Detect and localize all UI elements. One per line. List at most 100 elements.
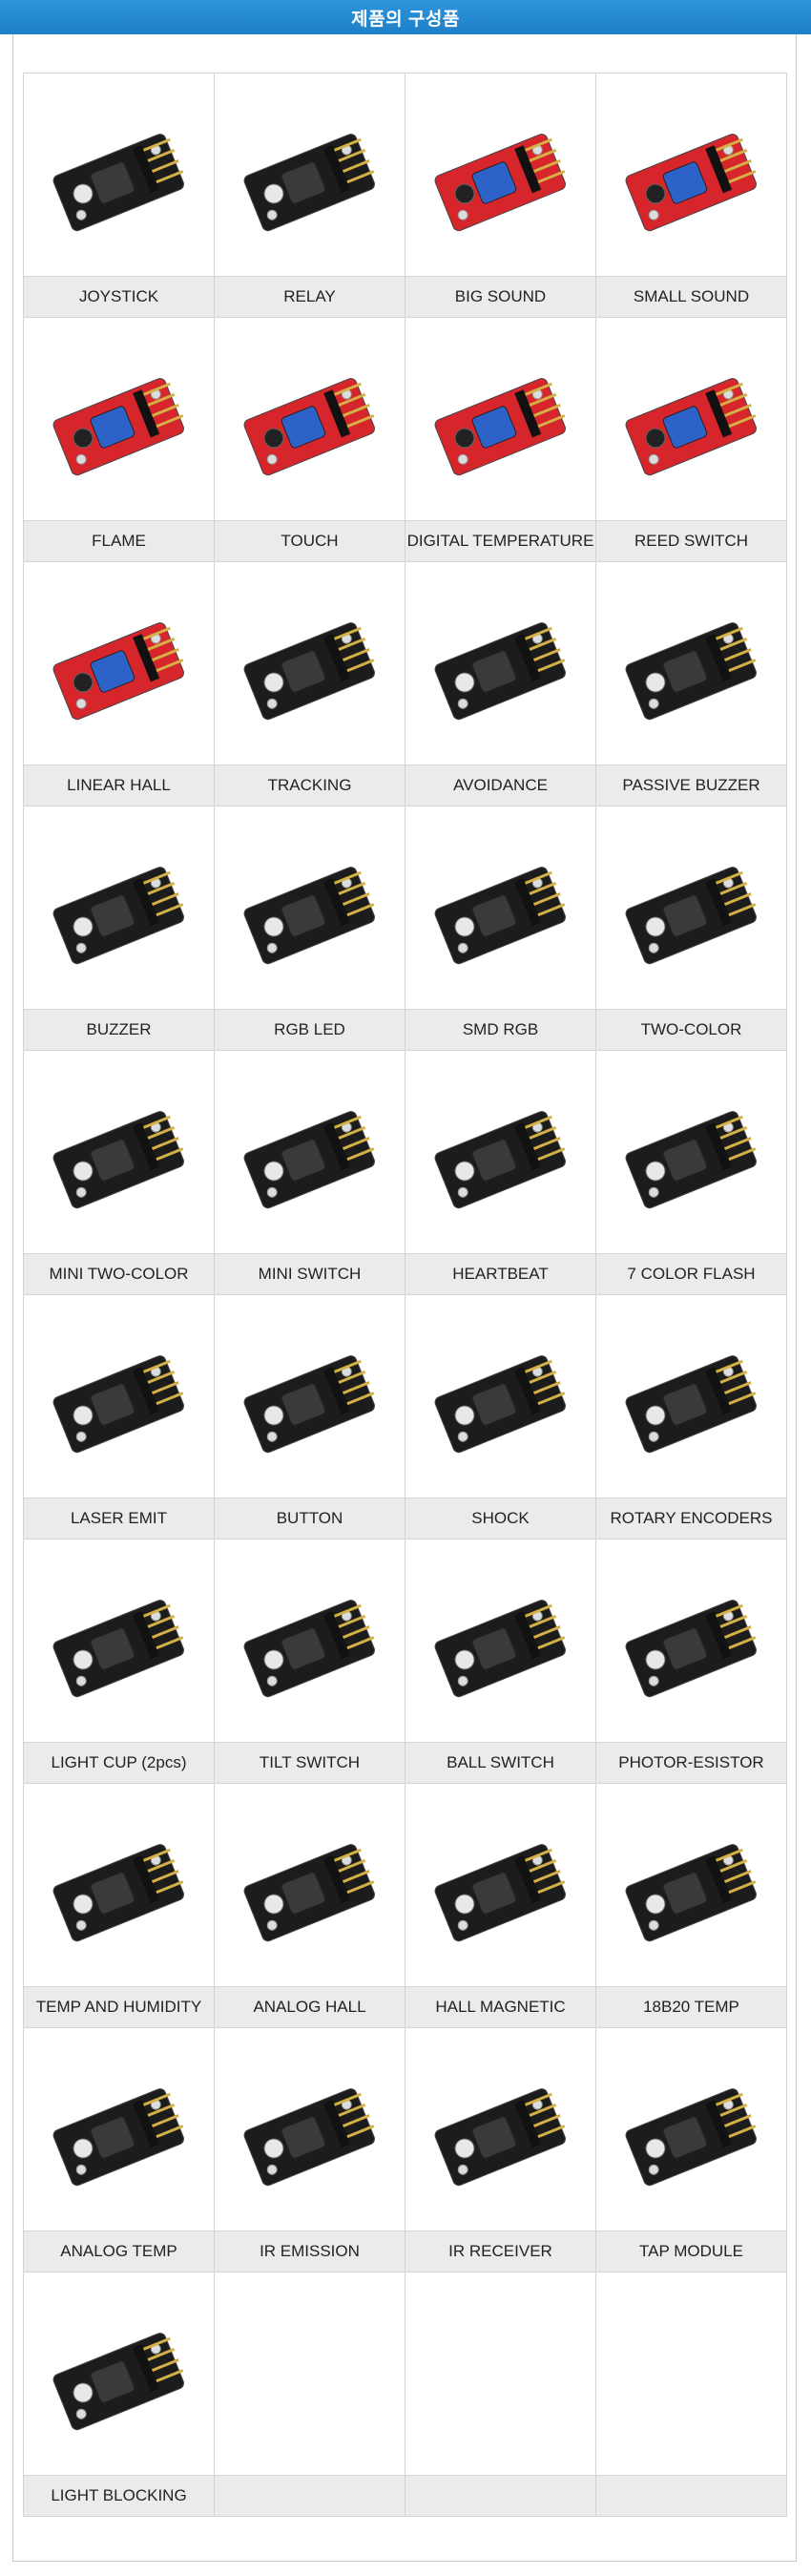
component-cell: REED SWITCH xyxy=(596,318,787,562)
component-label: JOYSTICK xyxy=(24,276,214,317)
component-cell: IR EMISSION xyxy=(215,2028,406,2272)
heartbeat-sensor-icon xyxy=(434,1111,566,1209)
tilt-switch-icon xyxy=(243,1600,375,1698)
component-image xyxy=(406,806,595,1009)
component-label: BUTTON xyxy=(215,1497,405,1539)
ir-receiver-icon xyxy=(434,2088,566,2187)
component-image xyxy=(596,1784,786,1986)
component-cell: TOUCH xyxy=(215,318,406,562)
component-label: IR RECEIVER xyxy=(406,2230,595,2272)
component-label: MINI SWITCH xyxy=(215,1253,405,1294)
component-label: TRACKING xyxy=(215,764,405,806)
flame-sensor-icon xyxy=(52,378,184,476)
small-sound-sensor-icon xyxy=(625,134,757,232)
linear-hall-sensor-icon xyxy=(52,622,184,721)
component-image xyxy=(596,1539,786,1742)
component-image xyxy=(596,1051,786,1253)
analog-hall-sensor-icon xyxy=(243,1844,375,1942)
component-cell: LIGHT BLOCKING xyxy=(24,2272,215,2517)
big-sound-sensor-icon xyxy=(434,134,566,232)
component-label: 18B20 TEMP xyxy=(596,1986,786,2027)
component-label: BUZZER xyxy=(24,1009,214,1050)
component-image xyxy=(215,806,405,1009)
component-cell: BUTTON xyxy=(215,1295,406,1539)
component-image xyxy=(215,2028,405,2230)
component-image xyxy=(24,1539,214,1742)
component-label: ROTARY ENCODERS xyxy=(596,1497,786,1539)
laser-emitter-icon xyxy=(52,1355,184,1454)
component-cell: MINI SWITCH xyxy=(215,1051,406,1295)
two-color-led-icon xyxy=(625,867,757,965)
component-cell: LIGHT CUP (2pcs) xyxy=(24,1539,215,1784)
ir-emission-icon xyxy=(243,2088,375,2187)
component-cell: TILT SWITCH xyxy=(215,1539,406,1784)
component-cell: LASER EMIT xyxy=(24,1295,215,1539)
component-label: 7 COLOR FLASH xyxy=(596,1253,786,1294)
ball-switch-icon xyxy=(434,1600,566,1698)
empty-cell xyxy=(215,2272,406,2517)
component-image xyxy=(215,562,405,764)
component-cell: BUZZER xyxy=(24,806,215,1051)
component-label: SMD RGB xyxy=(406,1009,595,1050)
component-label: MINI TWO-COLOR xyxy=(24,1253,214,1294)
photoresistor-icon xyxy=(625,1600,757,1698)
component-image xyxy=(406,318,595,520)
component-image xyxy=(406,1051,595,1253)
component-cell: PASSIVE BUZZER xyxy=(596,562,787,806)
component-image xyxy=(215,318,405,520)
empty-cell xyxy=(406,2272,596,2517)
component-image xyxy=(406,2028,595,2230)
shock-sensor-icon xyxy=(434,1355,566,1454)
component-cell: ROTARY ENCODERS xyxy=(596,1295,787,1539)
section-title: 제품의 구성품 xyxy=(0,0,811,34)
component-cell: MINI TWO-COLOR xyxy=(24,1051,215,1295)
component-image xyxy=(406,73,595,276)
component-label: IR EMISSION xyxy=(215,2230,405,2272)
component-cell: IR RECEIVER xyxy=(406,2028,596,2272)
touch-sensor-icon xyxy=(243,378,375,476)
component-label: HALL MAGNETIC xyxy=(406,1986,595,2027)
component-cell: TWO-COLOR xyxy=(596,806,787,1051)
component-cell: PHOTOR-ESISTOR xyxy=(596,1539,787,1784)
component-label: LASER EMIT xyxy=(24,1497,214,1539)
tap-module-icon xyxy=(625,2088,757,2187)
component-image xyxy=(406,1539,595,1742)
hall-magnetic-sensor-icon xyxy=(434,1844,566,1942)
component-image xyxy=(596,1295,786,1497)
component-cell: RELAY xyxy=(215,73,406,318)
component-label: BIG SOUND xyxy=(406,276,595,317)
component-label: RGB LED xyxy=(215,1009,405,1050)
component-label: TOUCH xyxy=(215,520,405,561)
component-label: TILT SWITCH xyxy=(215,1742,405,1783)
component-label: ANALOG TEMP xyxy=(24,2230,214,2272)
component-label: PASSIVE BUZZER xyxy=(596,764,786,806)
component-label xyxy=(406,2475,595,2516)
light-blocking-sensor-icon xyxy=(52,2333,184,2431)
component-label: TAP MODULE xyxy=(596,2230,786,2272)
component-cell: FLAME xyxy=(24,318,215,562)
temp-humidity-sensor-icon xyxy=(52,1844,184,1942)
relay-module-icon xyxy=(243,134,375,232)
component-image xyxy=(596,562,786,764)
component-image xyxy=(24,318,214,520)
mini-two-color-led-icon xyxy=(52,1111,184,1209)
component-label: BALL SWITCH xyxy=(406,1742,595,1783)
component-cell: TAP MODULE xyxy=(596,2028,787,2272)
component-image xyxy=(406,2272,595,2475)
component-cell: HALL MAGNETIC xyxy=(406,1784,596,2028)
component-image xyxy=(215,1539,405,1742)
component-image xyxy=(24,2028,214,2230)
section-title-text: 제품의 구성품 xyxy=(351,9,460,30)
component-cell: ANALOG TEMP xyxy=(24,2028,215,2272)
component-image xyxy=(406,1295,595,1497)
component-image xyxy=(596,2272,786,2475)
component-label: DIGITAL TEMPERATURE xyxy=(406,520,595,561)
component-label: FLAME xyxy=(24,520,214,561)
rgb-led-icon xyxy=(243,867,375,965)
component-image xyxy=(406,1784,595,1986)
component-image xyxy=(215,73,405,276)
seven-color-flash-icon xyxy=(625,1111,757,1209)
rotary-encoder-icon xyxy=(625,1355,757,1454)
component-cell: LINEAR HALL xyxy=(24,562,215,806)
